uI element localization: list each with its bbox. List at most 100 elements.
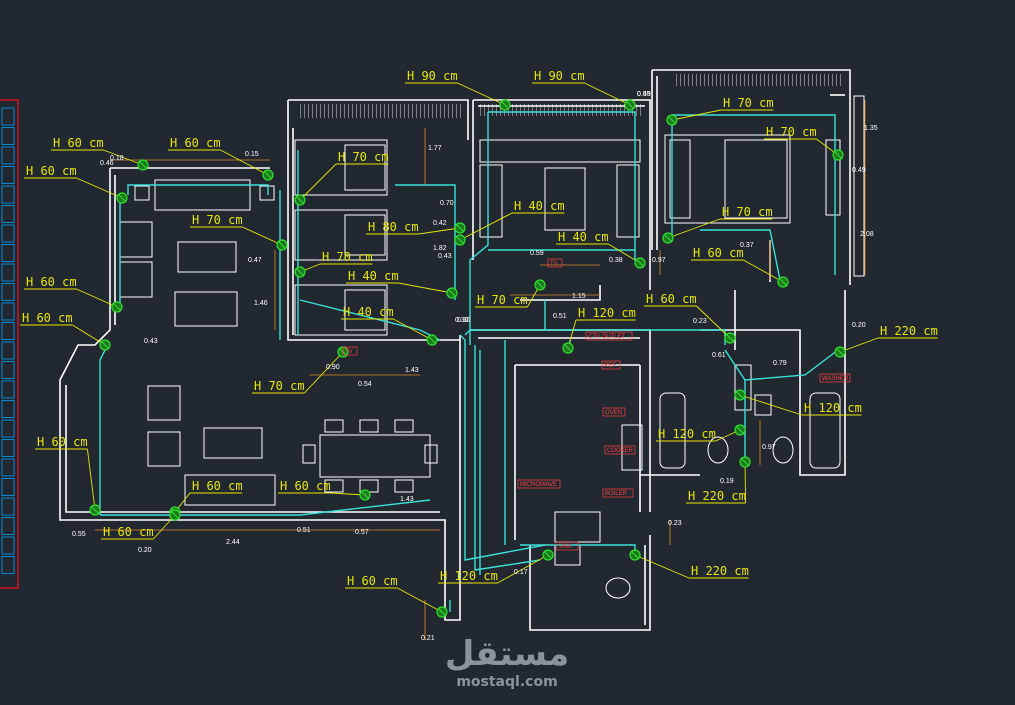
dimension-value: 0.61 bbox=[712, 352, 726, 359]
side-panel bbox=[0, 99, 19, 589]
svg-text:COOKER: COOKER bbox=[607, 448, 634, 454]
panel-cell bbox=[1, 322, 15, 340]
label-leader bbox=[103, 149, 144, 166]
dimension-value: 1.46 bbox=[254, 300, 268, 307]
label-leader bbox=[220, 149, 269, 176]
svg-text:BOILER: BOILER bbox=[605, 491, 628, 497]
appliance-tag: REF bbox=[601, 360, 621, 370]
panel-cell bbox=[1, 244, 15, 262]
height-label: H 60 cm bbox=[280, 479, 331, 493]
dimension-value: 1.15 bbox=[572, 293, 586, 300]
label-leader bbox=[398, 282, 453, 294]
svg-text:SINK: SINK bbox=[558, 544, 572, 550]
height-label: H 220 cm bbox=[688, 489, 746, 503]
height-label: H 60 cm bbox=[22, 311, 73, 325]
svg-text:MICROWAVE: MICROWAVE bbox=[520, 482, 557, 488]
label-leader bbox=[330, 492, 366, 496]
dimension-value: 0.19 bbox=[720, 478, 734, 485]
appliance-tag: MICROWAVE bbox=[517, 479, 561, 489]
dimension-value: 0.38 bbox=[609, 257, 623, 264]
wiring bbox=[99, 111, 839, 612]
outlet-symbol bbox=[294, 194, 306, 206]
label-leader bbox=[459, 212, 513, 241]
appliance-tag: BOILER bbox=[602, 488, 634, 498]
outlet-symbol bbox=[734, 389, 746, 401]
dimension-value: 0.49 bbox=[852, 167, 866, 174]
outlet-symbol bbox=[534, 279, 546, 291]
dimension-value: 0.51 bbox=[553, 313, 567, 320]
appliance-tag: SINK bbox=[555, 541, 579, 551]
dimension-value: 0.70 bbox=[440, 200, 454, 207]
panel-cell bbox=[1, 419, 15, 438]
svg-text:TV: TV bbox=[550, 261, 558, 267]
dimension-value: 0.43 bbox=[144, 338, 158, 345]
label-leader bbox=[608, 243, 641, 264]
panel-cell bbox=[1, 478, 15, 496]
height-label: H 60 cm bbox=[170, 136, 221, 150]
height-label: H 120 cm bbox=[440, 569, 498, 583]
dimension-value: 0.23 bbox=[668, 520, 682, 527]
outlet-symbol bbox=[666, 114, 678, 126]
dimension-value: 1.43 bbox=[405, 367, 419, 374]
height-label: H 120 cm bbox=[578, 306, 636, 320]
svg-text:OVEN: OVEN bbox=[605, 410, 622, 416]
outlet-symbol bbox=[446, 287, 458, 299]
dimension-value: 0.54 bbox=[358, 381, 372, 388]
dimension-value: 0.59 bbox=[530, 250, 544, 257]
outlet-symbol bbox=[832, 149, 844, 161]
outlet-symbol bbox=[436, 606, 448, 618]
label-leader bbox=[671, 109, 722, 121]
outlet-symbol bbox=[89, 504, 101, 516]
height-label: H 70 cm bbox=[192, 213, 243, 227]
panel-cell bbox=[1, 205, 15, 223]
dimension-value: 1.35 bbox=[864, 125, 878, 132]
outlet-symbol bbox=[294, 266, 306, 278]
dimension-value: 0.23 bbox=[693, 318, 707, 325]
appliance-tag: OVEN bbox=[602, 407, 626, 417]
panel-cell bbox=[1, 458, 15, 477]
panel-cell bbox=[1, 283, 15, 301]
outlet-symbol bbox=[137, 159, 149, 171]
height-label: H 60 cm bbox=[192, 479, 243, 493]
watermark: مستقل mostaql.com bbox=[445, 634, 569, 690]
label-leader bbox=[739, 394, 803, 416]
dimension-value: 0.37 bbox=[740, 242, 754, 249]
height-label: H 60 cm bbox=[26, 164, 77, 178]
label-leader bbox=[839, 337, 879, 353]
label-leader bbox=[393, 318, 433, 341]
label-leader bbox=[418, 227, 461, 235]
dimension-value: 0.49 bbox=[637, 91, 651, 98]
panel-cell bbox=[1, 400, 15, 418]
panel-cell bbox=[1, 497, 15, 516]
dimension-lines bbox=[95, 100, 866, 640]
height-label: H 90 cm bbox=[407, 69, 458, 83]
svg-text:WASHER: WASHER bbox=[822, 376, 849, 382]
dimension-value: 0.97 bbox=[652, 257, 666, 264]
panel-cell bbox=[1, 127, 15, 145]
panel-cell bbox=[1, 166, 15, 184]
outlet-symbol bbox=[426, 334, 438, 346]
outlet-symbol bbox=[454, 234, 466, 246]
outlet-symbol bbox=[169, 509, 181, 521]
height-label: H 60 cm bbox=[53, 136, 104, 150]
dimension-value: 0.57 bbox=[355, 529, 369, 536]
height-label: H 80 cm bbox=[368, 220, 419, 234]
label-leader bbox=[634, 554, 690, 579]
label-leader bbox=[696, 305, 731, 339]
dimension-value: 2.44 bbox=[226, 539, 240, 546]
panel-cell bbox=[1, 263, 15, 282]
outlet-symbol bbox=[734, 424, 746, 436]
dimension-value: 0.79 bbox=[773, 360, 787, 367]
dimension-value: 0.47 bbox=[248, 257, 262, 264]
outlet-symbol bbox=[662, 232, 674, 244]
label-leader bbox=[299, 163, 337, 201]
outlet-symbol bbox=[562, 342, 574, 354]
outlet-symbol bbox=[724, 332, 736, 344]
panel-cell bbox=[1, 536, 15, 555]
panel-cell bbox=[1, 341, 15, 360]
dimension-value: 0.97 bbox=[762, 444, 776, 451]
label-leader bbox=[584, 82, 631, 106]
label-leader bbox=[744, 461, 747, 504]
svg-text:CTV OUTLET: CTV OUTLET bbox=[588, 334, 626, 340]
